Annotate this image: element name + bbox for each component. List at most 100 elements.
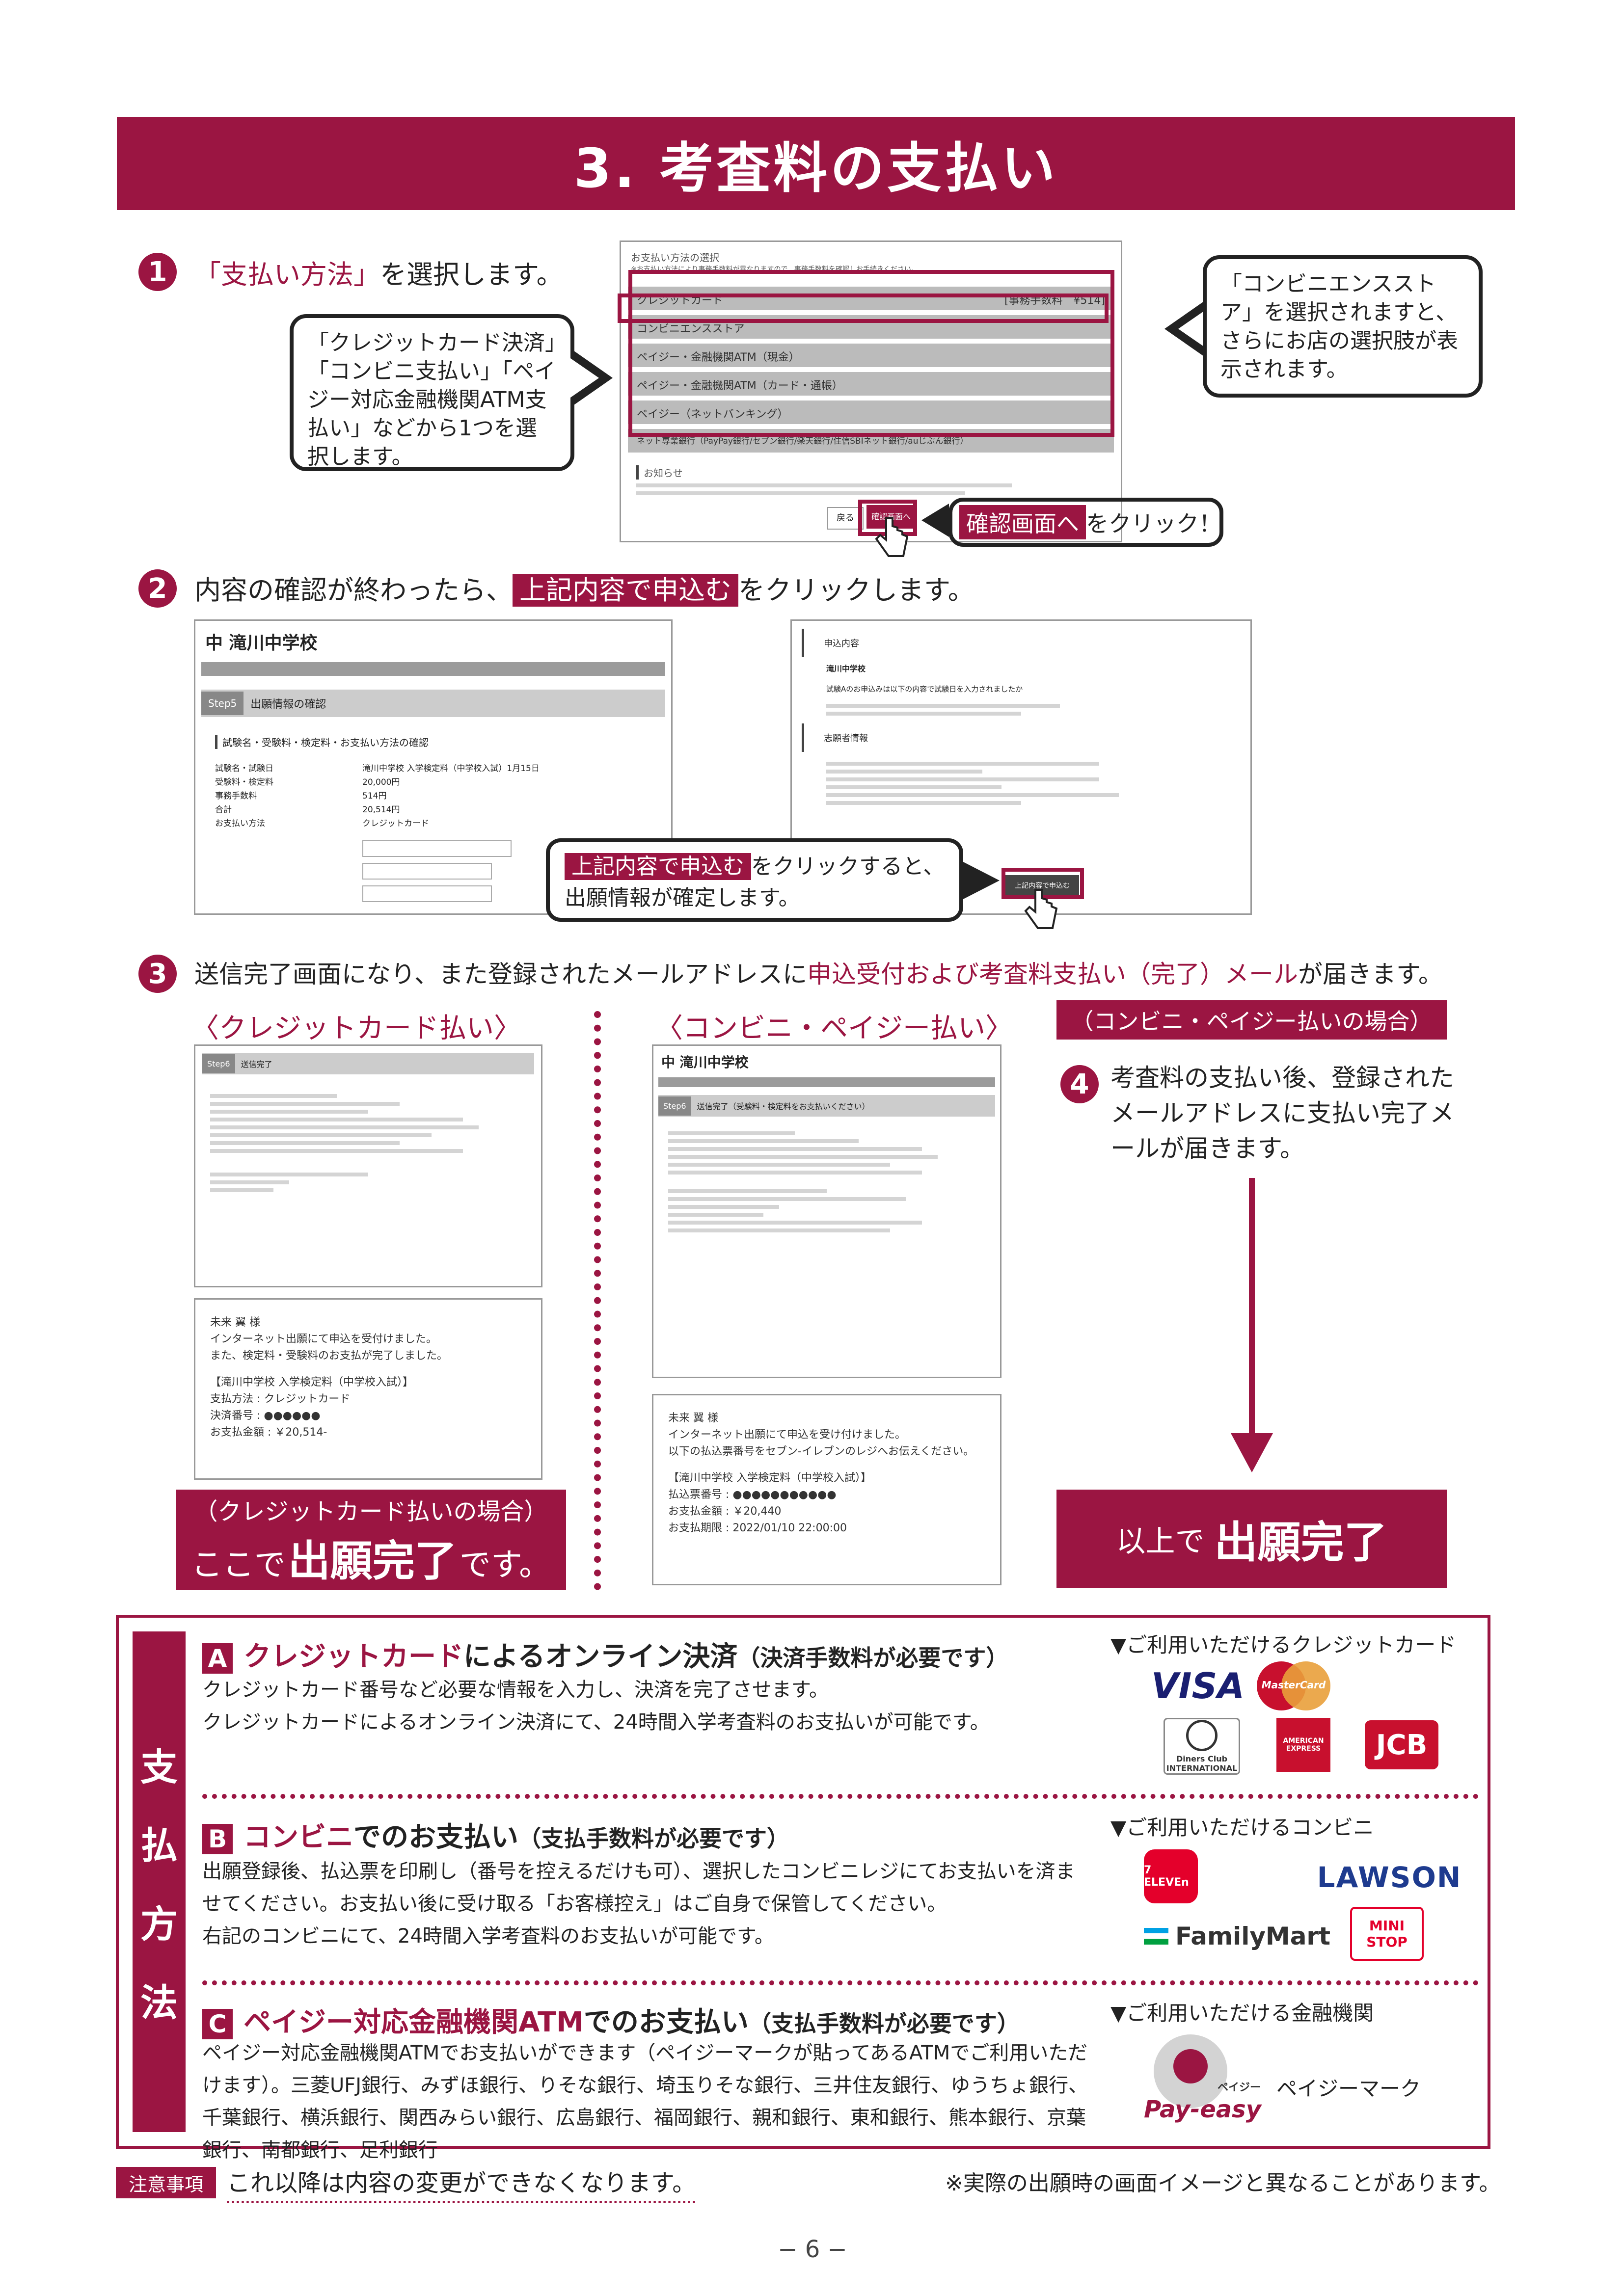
right-panel-title: 申込内容 bbox=[802, 629, 1241, 657]
payment-methods-box bbox=[116, 1615, 1490, 2149]
notice-title: お知らせ bbox=[636, 465, 1106, 480]
submit-callout-label: 上記内容で申込む bbox=[565, 853, 751, 880]
confirm-callout-suffix: をクリック！ bbox=[1086, 510, 1221, 537]
school-name-2: 中 滝川中学校 bbox=[661, 1054, 749, 1070]
payment-methods-label: 支 払 方 法 bbox=[133, 1631, 186, 2132]
credit-step-title: 送信完了 bbox=[241, 1060, 272, 1069]
mail-line: インターネット出願にて申込を受付けました。 bbox=[210, 1333, 437, 1345]
convenience-highlight-frame bbox=[618, 294, 1109, 323]
payment-options: クレジットカード[事務手数料 ¥514] コンビニエンスストア ペイジー・金融機… bbox=[621, 287, 1121, 453]
option-credit[interactable]: クレジットカード[事務手数料 ¥514] bbox=[628, 287, 1114, 310]
step-number-3: 3 bbox=[138, 955, 177, 993]
method-a-body: クレジットカード番号など必要な情報を入力し、決済を完了させます。 クレジットカー… bbox=[202, 1674, 1086, 1738]
divider-a-b bbox=[202, 1794, 1479, 1799]
method-a-line1: クレジットカード番号など必要な情報を入力し、決済を完了させます。 bbox=[202, 1679, 829, 1701]
credit-complete-screen: Step6 送信完了 bbox=[194, 1044, 542, 1287]
row-key: お支払い方法 bbox=[215, 819, 265, 828]
section-title: 試験名・受験料・検定料・お支払い方法の確認 bbox=[215, 735, 651, 749]
left-callout-pointer bbox=[570, 348, 613, 407]
conv-step-badge: Step6 bbox=[658, 1096, 691, 1116]
option-netbanking[interactable]: ペイジー（ネットバンキング） bbox=[628, 400, 1114, 424]
submit-callout: 上記内容で申込むをクリックすると、 出願情報が確定します。 bbox=[546, 838, 963, 922]
final-done-complete: 出願完了 bbox=[1214, 1517, 1387, 1568]
right-panel-question: 試験Aのお申込みは以下の内容で試験日を入力されましたか bbox=[826, 685, 1023, 694]
option-convenience-label: コンビニエンスストア bbox=[637, 323, 745, 335]
seven-eleven-logo: 7 ELEVEn bbox=[1144, 1849, 1198, 1903]
left-callout-text: 「クレジットカード決済」「コンビニ支払い」「ペイジー対応金融機関ATM支払い」な… bbox=[307, 330, 556, 469]
option-payeasy-cash[interactable]: ペイジー・金融機関ATM（現金） bbox=[628, 344, 1114, 367]
visa-logo: VISA bbox=[1151, 1665, 1245, 1707]
method-a-head2: によるオンライン決済 bbox=[463, 1641, 738, 1673]
mail-line: 以下の払込票番号をセブン-イレブンのレジへお伝えください。 bbox=[668, 1445, 974, 1458]
options-highlight-frame bbox=[628, 270, 1114, 437]
row-key: 受験料・検定料 bbox=[215, 777, 273, 787]
row-key: 試験名・試験日 bbox=[215, 764, 273, 774]
credit-cards-label: ▼ご利用いただけるクレジットカード bbox=[1110, 1633, 1457, 1657]
table-row: お支払い方法 クレジットカード bbox=[215, 817, 651, 830]
step-number-4: 4 bbox=[1060, 1065, 1099, 1103]
step3-heading: 送信完了画面になり、また登録されたメールアドレスに申込受付および考査料支払い（完… bbox=[194, 955, 1443, 990]
notice-area: お知らせ bbox=[621, 457, 1121, 507]
disclaimer: ※実際の出願時の画面イメージと異なることがあります。 bbox=[945, 2171, 1501, 2196]
step2-text-after: をクリックします。 bbox=[738, 575, 974, 606]
method-b-head2: でのお支払い bbox=[353, 1821, 518, 1853]
right-callout-pointer bbox=[1164, 299, 1207, 358]
method-c-note: （支払手数料が必要です） bbox=[748, 2010, 1020, 2037]
option-netbank-label: ネット専業銀行（PayPay銀行/セブン銀行/楽天銀行/住信SBIネット銀行/a… bbox=[637, 436, 969, 446]
side-char: 支 bbox=[140, 1745, 178, 1789]
lawson-logo: LAWSON bbox=[1317, 1861, 1462, 1894]
convenience-payment-head: 〈コンビニ・ペイジー払い〉 bbox=[655, 1013, 1013, 1044]
payeasy-mark-label: ペイジーマーク bbox=[1276, 2077, 1421, 2101]
method-c-badge: C bbox=[202, 2008, 233, 2039]
option-payeasy-cash-label: ペイジー・金融機関ATM（現金） bbox=[637, 351, 800, 364]
mail-line: 【滝川中学校 入学検定料（中学校入試）】 bbox=[210, 1376, 413, 1388]
submit-callout-text2: 出願情報が確定します。 bbox=[565, 885, 800, 910]
back-button[interactable]: 戻る bbox=[827, 507, 864, 530]
mastercard-logo: MasterCard bbox=[1257, 1661, 1330, 1710]
jcb-logo: JCB bbox=[1365, 1720, 1438, 1769]
method-b-head: コンビニ bbox=[244, 1821, 353, 1853]
convenience-case-label: （コンビニ・ペイジー払いの場合） bbox=[1056, 1000, 1447, 1040]
submit-callout-text1: をクリックすると、 bbox=[751, 854, 945, 879]
step3-highlight: 申込受付および考査料支払い（完了）メール bbox=[807, 960, 1298, 988]
method-c-head2: でのお支払い bbox=[583, 2006, 749, 2038]
diners-logo: Diners Club INTERNATIONAL bbox=[1164, 1718, 1240, 1775]
page-number: − 6 − bbox=[778, 2236, 847, 2263]
credit-mail: 未来 翼 様 インターネット出願にて申込を受付けました。 また、検定料・受験料の… bbox=[194, 1298, 542, 1480]
title-bar: 3. 考査料の支払い bbox=[117, 117, 1515, 210]
mail-line: お支払期限 : 2022/01/10 22:00:00 bbox=[668, 1522, 847, 1534]
right-callout: 「コンビニエンスストア」を選択されますと、さらにお店の選択肢が表示されます。 bbox=[1203, 255, 1483, 398]
mail-line: インターネット出願にて申込を受け付けました。 bbox=[668, 1429, 906, 1441]
convenience-complete-screen: 中 滝川中学校 Step6 送信完了（受験料・検定料をお支払いください） bbox=[652, 1044, 1001, 1378]
credit-step-badge: Step6 bbox=[202, 1054, 235, 1073]
method-a-line2: クレジットカードによるオンライン決済にて、24時間入学考査料のお支払いが可能です… bbox=[202, 1711, 990, 1734]
ministop-logo: MINI STOP bbox=[1350, 1907, 1424, 1961]
mail-line: 払込票番号 : ●●●●●●●●●●● bbox=[668, 1489, 837, 1501]
cursor-hand-icon-2 bbox=[1024, 889, 1057, 929]
notice-text: これ以降は内容の変更ができなくなります。 bbox=[227, 2163, 696, 2203]
financial-institutions-label: ▼ご利用いただける金融機関 bbox=[1110, 2001, 1374, 2025]
cursor-hand-icon bbox=[875, 517, 908, 557]
option-payeasy-card[interactable]: ペイジー・金融機関ATM（カード・通帳） bbox=[628, 372, 1114, 396]
payeasy-sub: ペイジー bbox=[1218, 2082, 1261, 2094]
step-title: 出願情報の確認 bbox=[250, 698, 326, 711]
option-netbanking-label: ペイジー（ネットバンキング） bbox=[637, 408, 788, 421]
side-char: 払 bbox=[140, 1824, 178, 1868]
step3-text-before: 送信完了画面になり、また登録されたメールアドレスに bbox=[194, 960, 807, 988]
row-key: 事務手数料 bbox=[215, 791, 257, 801]
step1-heading: 「支払い方法」を選択します。 bbox=[194, 253, 563, 292]
diners-text: Diners Club INTERNATIONAL bbox=[1166, 1754, 1238, 1773]
step1-highlight: 「支払い方法」 bbox=[194, 259, 380, 290]
divider-b-c bbox=[202, 1980, 1479, 1985]
row-value: クレジットカード bbox=[362, 819, 429, 828]
step-number-1: 1 bbox=[138, 253, 177, 291]
table-row: 試験名・試験日滝川中学校 入学検定料（中学校入試）1月15日 bbox=[215, 762, 651, 775]
left-callout: 「クレジットカード決済」「コンビニ支払い」「ペイジー対応金融機関ATM支払い」な… bbox=[290, 314, 574, 471]
mail-line: 未来 翼 様 bbox=[210, 1316, 260, 1329]
confirm-callout: 確認画面へをクリック！ bbox=[948, 498, 1223, 547]
